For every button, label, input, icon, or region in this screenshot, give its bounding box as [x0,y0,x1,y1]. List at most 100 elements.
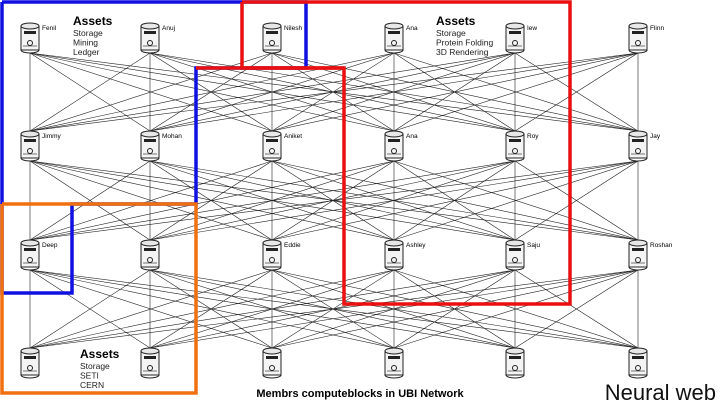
server-top [384,347,404,355]
node-name: Fenil [42,25,57,32]
server-bottom [384,374,404,379]
edge-line [29,269,395,349]
server-label-strip [509,356,521,359]
server-power-icon [147,148,153,154]
server-top [628,22,648,30]
server-top [140,22,160,30]
server-label-strip [24,248,36,251]
asset-block-title: Assets [73,14,113,28]
server-bottom [262,157,282,162]
edge-line [149,269,639,349]
server-bottom [262,49,282,54]
server-node [262,347,282,379]
server-label-strip [266,356,278,359]
server-top [628,130,648,138]
server-bottom [140,374,160,379]
server-power-icon [512,148,518,154]
server-label-strip [509,248,521,251]
edge-line [29,160,395,241]
server-top [140,130,160,138]
server-power-icon [391,257,397,263]
server-bottom [384,49,404,54]
server-top [384,239,404,247]
edge-line [271,52,639,132]
server-top [505,22,525,30]
asset-item: Storage [436,28,466,38]
edge-line [271,269,639,349]
edge-line [393,52,639,132]
server-top [262,239,282,247]
server-label-strip [509,139,521,142]
server-node: Ashley [384,239,426,271]
server-label-strip [144,248,156,251]
server-power-icon [269,148,275,154]
server-power-icon [147,257,153,263]
node-name: Eddie [284,242,301,249]
node-name: Roy [527,133,539,140]
server-node: Roy [505,130,539,162]
server-node: Jay [628,130,661,162]
server-top [628,239,648,247]
server-node: Mohan [140,130,182,162]
server-body [262,25,282,51]
asset-item: SETI [80,371,99,381]
edge-line [29,52,516,132]
server-node: Roshan [628,239,673,271]
diagram-caption: Membrs computeblocks in UBI Network [256,388,464,400]
server-top [384,22,404,30]
edge-line [514,52,639,132]
asset-item: Storage [73,28,103,38]
asset-block-title: Assets [80,347,120,361]
asset-block-title: Assets [436,14,476,28]
edge-line [29,269,151,349]
server-top [20,347,40,355]
server-power-icon [391,365,397,371]
server-node: Flinn [628,22,664,54]
server-top [262,130,282,138]
server-top [505,239,525,247]
server-node [505,347,525,379]
asset-item: Ledger [73,47,100,57]
node-name: Ashley [406,242,426,249]
server-power-icon [27,257,33,263]
server-label-strip [632,139,644,142]
server-body [384,25,404,51]
server-bottom [628,157,648,162]
server-power-icon [269,257,275,263]
server-label-strip [266,139,278,142]
server-label-strip [632,31,644,34]
node-name: Flinn [650,25,664,32]
node-name: Roshan [650,242,673,249]
edge-line [29,160,639,241]
server-top [384,130,404,138]
node-name: Aniket [284,133,302,140]
edge-line [29,52,395,132]
server-power-icon [635,148,641,154]
server-node [628,347,648,379]
server-body [628,25,648,51]
server-top [140,347,160,355]
server-node [140,347,160,379]
edges-layer [29,52,639,349]
server-power-icon [512,257,518,263]
orange-group-outline [0,202,198,395]
server-top [262,347,282,355]
asset-item: 3D Rendering [436,47,489,57]
server-power-icon [27,365,33,371]
edge-line [393,160,639,241]
server-top [140,239,160,247]
node-name: Saju [527,242,540,249]
node-name: Deep [42,242,58,249]
server-power-icon [269,365,275,371]
edge-line [514,269,639,349]
server-power-icon [147,40,153,46]
server-top [628,347,648,355]
server-power-icon [512,40,518,46]
edge-line [29,52,639,132]
server-power-icon [269,40,275,46]
server-bottom [628,266,648,271]
server-label-strip [388,139,400,142]
server-bottom [20,374,40,379]
edge-line [29,160,151,241]
